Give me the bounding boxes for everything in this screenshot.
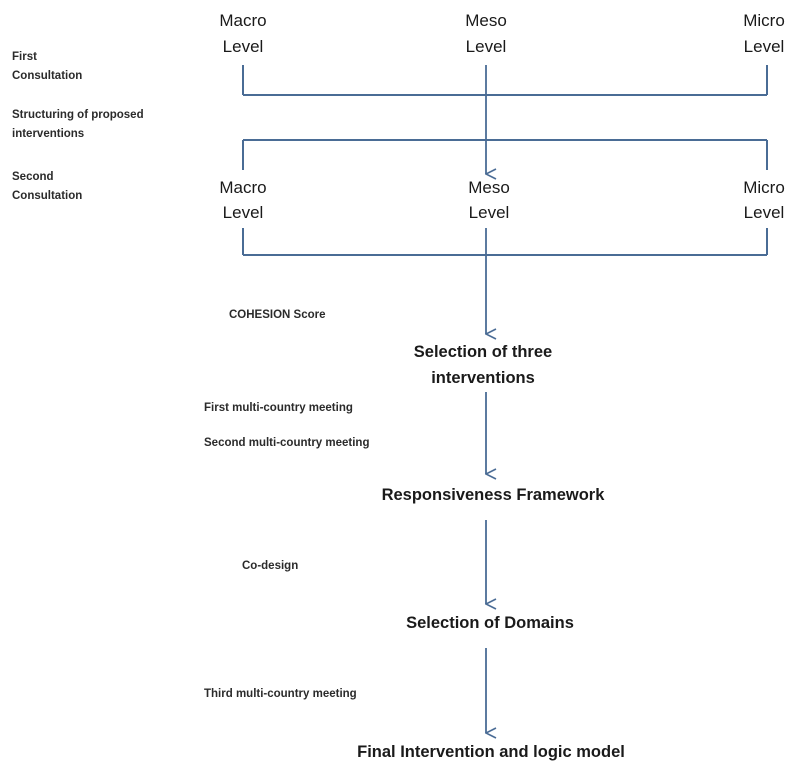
top-meso-level: Meso Level bbox=[465, 11, 507, 56]
top-meso-line1: Meso bbox=[465, 11, 507, 30]
node-selection-of-domains: Selection of Domains bbox=[406, 614, 574, 632]
label-first-consultation: First Consultation bbox=[12, 51, 82, 82]
bracket-structuring bbox=[242, 139, 768, 170]
node-responsiveness-framework: Responsiveness Framework bbox=[382, 486, 606, 504]
second-meso-level: Meso Level bbox=[468, 178, 510, 222]
second-macro-line2: Level bbox=[223, 203, 264, 222]
top-macro-line1: Macro bbox=[219, 11, 266, 30]
label-structuring: Structuring of proposed interventions bbox=[12, 109, 144, 140]
second-macro-line1: Macro bbox=[219, 178, 266, 197]
top-micro-line2: Level bbox=[744, 37, 785, 56]
second-consultation-line1: Second bbox=[12, 171, 54, 183]
second-micro-level: Micro Level bbox=[743, 178, 785, 222]
first-consultation-line1: First bbox=[12, 51, 37, 63]
top-macro-level: Macro Level bbox=[219, 11, 266, 56]
selection-three-line1: Selection of three bbox=[414, 343, 552, 361]
second-meso-line1: Meso bbox=[468, 178, 510, 197]
second-macro-level: Macro Level bbox=[219, 178, 266, 222]
selection-three-line2: interventions bbox=[431, 369, 535, 387]
structuring-line1: Structuring of proposed bbox=[12, 109, 144, 121]
label-cohesion-score: COHESION Score bbox=[229, 309, 326, 321]
top-macro-line2: Level bbox=[223, 37, 264, 56]
label-co-design: Co-design bbox=[242, 560, 298, 572]
second-meso-line2: Level bbox=[469, 203, 510, 222]
second-micro-line1: Micro bbox=[743, 178, 785, 197]
second-consultation-line2: Consultation bbox=[12, 190, 82, 202]
bracket-first-consultation bbox=[242, 65, 768, 96]
label-third-multi-country-meeting: Third multi-country meeting bbox=[204, 688, 357, 700]
top-micro-line1: Micro bbox=[743, 11, 785, 30]
top-meso-line2: Level bbox=[466, 37, 507, 56]
first-consultation-line2: Consultation bbox=[12, 70, 82, 82]
bracket-second-consultation bbox=[242, 228, 768, 256]
top-micro-level: Micro Level bbox=[743, 11, 785, 56]
second-micro-line2: Level bbox=[744, 203, 785, 222]
label-second-multi-country-meeting: Second multi-country meeting bbox=[204, 437, 370, 449]
structuring-line2: interventions bbox=[12, 128, 84, 140]
label-second-consultation: Second Consultation bbox=[12, 171, 82, 202]
node-selection-three-interventions: Selection of three interventions bbox=[414, 343, 552, 387]
label-first-multi-country-meeting: First multi-country meeting bbox=[204, 402, 353, 414]
node-final-intervention: Final Intervention and logic model bbox=[357, 743, 625, 761]
